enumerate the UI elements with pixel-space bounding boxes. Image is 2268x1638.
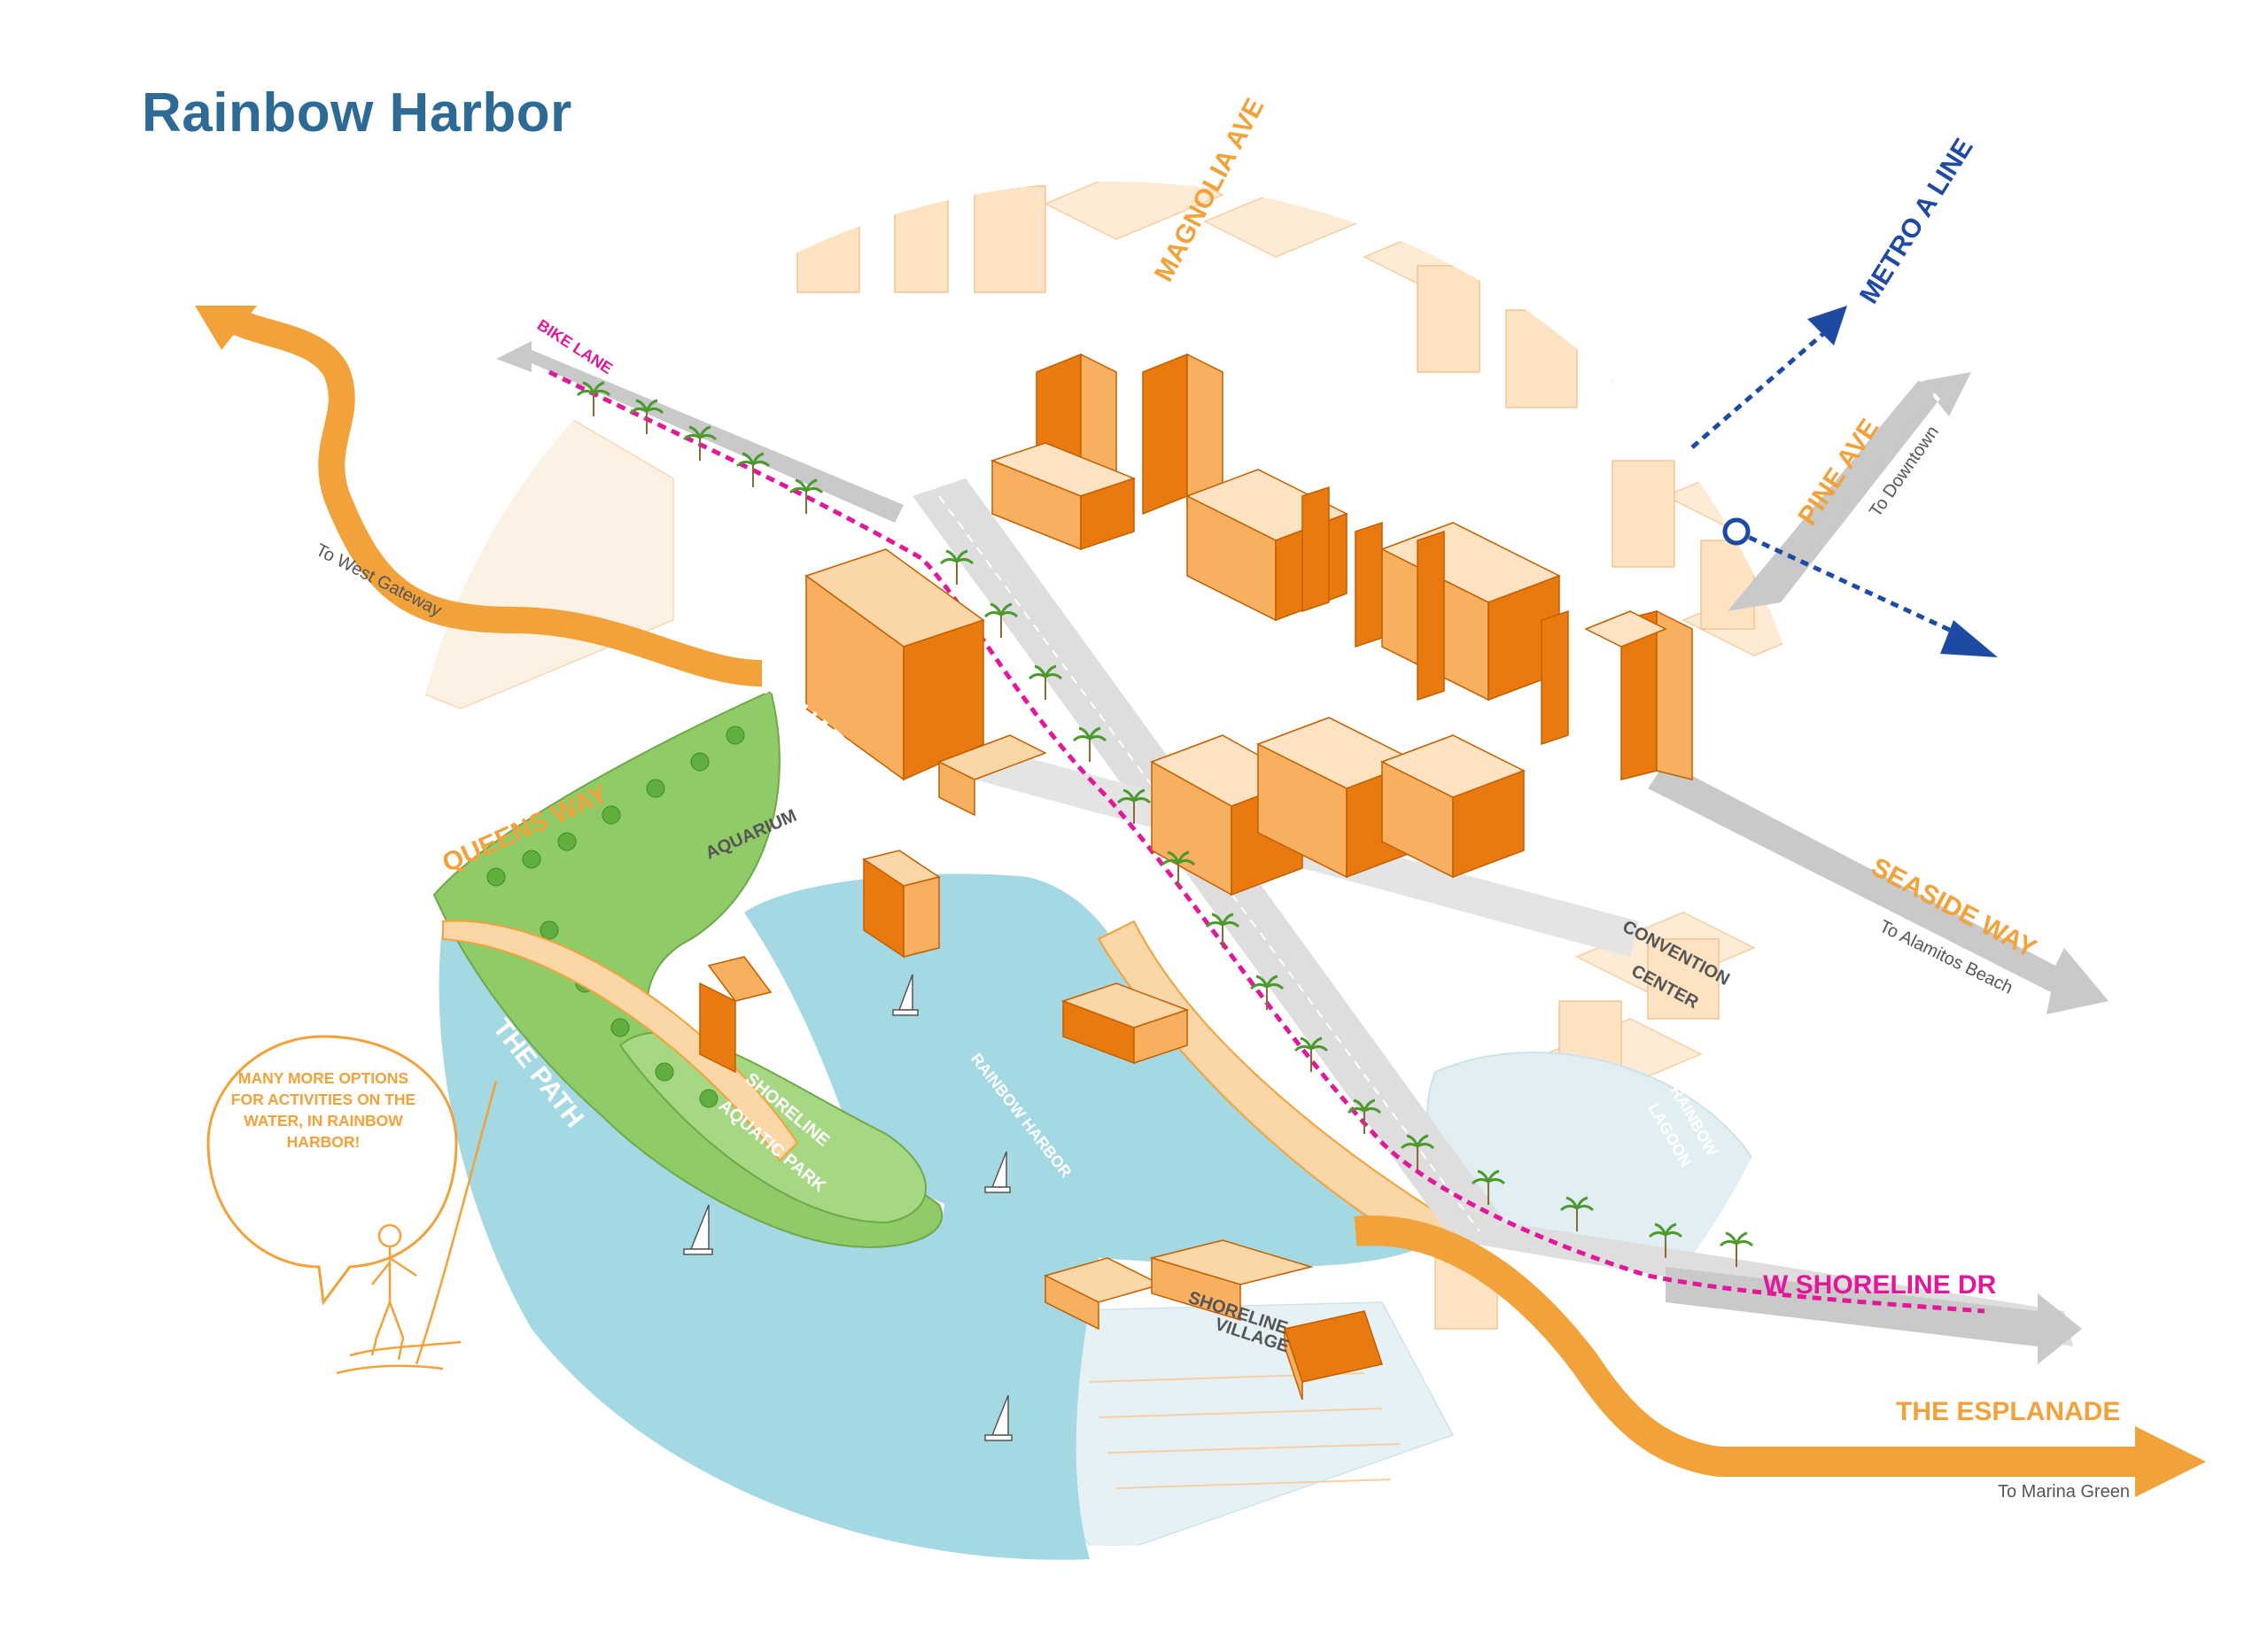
shoreline-village-buildings [1043,1239,1383,1401]
bike-lane [548,369,1985,1314]
harbor-pavilions [699,850,1190,1074]
block-mid [1185,469,1383,648]
callout-text: MANY MORE OPTIONS FOR ACTIVITIES ON THE … [230,1069,416,1151]
callout-bubble [206,1035,458,1306]
block-east [1380,522,1569,746]
the-esplanade-label: THE ESPLANADE [1896,1397,2120,1426]
aquarium-way-buildings [804,548,1047,817]
west-gateway-path [224,307,763,687]
metro-a-line [1690,306,1998,657]
tower-cluster-north [990,353,1223,551]
new-development [699,353,1693,1401]
pine-ave-arrow [1728,372,1971,611]
w-shoreline-dr-label: W SHORELINE DR [1763,1270,1997,1300]
windsurfer-figure [336,1080,498,1375]
sailboat-icon [984,1394,1013,1441]
harbor-inner [744,873,1152,1223]
page-title: Rainbow Harbor [142,82,572,144]
seaside-way-arrow [1648,762,2109,1014]
to-marina-green-label: To Marina Green [1998,1482,2130,1502]
sailboat-icon [683,1204,713,1255]
seaside-blocks [1150,717,1526,897]
metro-station-icon [1722,517,1751,546]
sailboat-icon [984,1151,1011,1193]
sailboats [683,974,1013,1441]
metro-a-line-label: METRO A LINE [1854,134,1979,309]
sailboat-icon [892,974,919,1016]
esplanade-path [1354,1215,2144,1477]
tower-east [1584,609,1693,780]
